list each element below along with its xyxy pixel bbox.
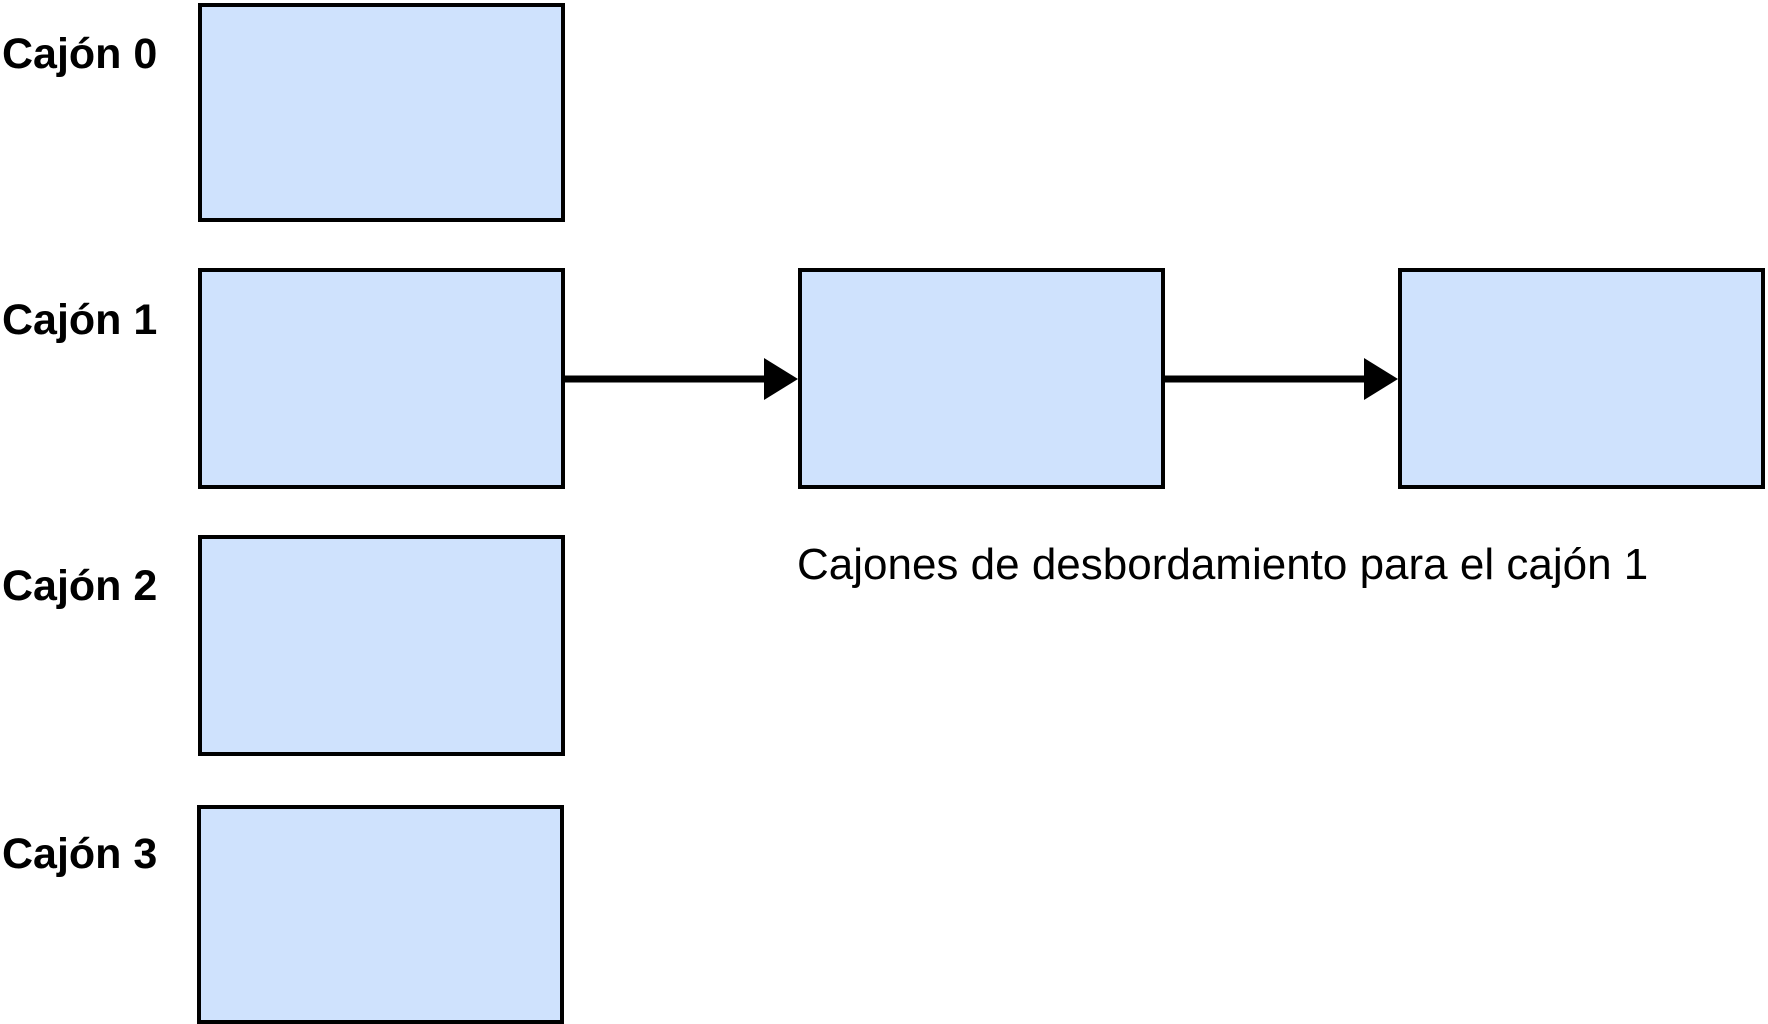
arrow-overflow1-to-overflow2 xyxy=(1165,358,1398,400)
overflow-box-1 xyxy=(798,268,1165,489)
bucket-label-2: Cajón 2 xyxy=(2,562,158,610)
overflow-box-2 xyxy=(1398,268,1765,489)
bucket-label-0: Cajón 0 xyxy=(2,30,158,78)
bucket-box-3 xyxy=(197,805,564,1024)
bucket-label-1: Cajón 1 xyxy=(2,296,158,344)
bucket-box-2 xyxy=(198,535,565,756)
arrow-bucket1-to-overflow1 xyxy=(565,358,798,400)
bucket-box-1 xyxy=(198,268,565,489)
bucket-label-3: Cajón 3 xyxy=(2,830,158,878)
overflow-caption: Cajones de desbordamiento para el cajón … xyxy=(797,540,1649,589)
bucket-box-0 xyxy=(198,3,565,222)
